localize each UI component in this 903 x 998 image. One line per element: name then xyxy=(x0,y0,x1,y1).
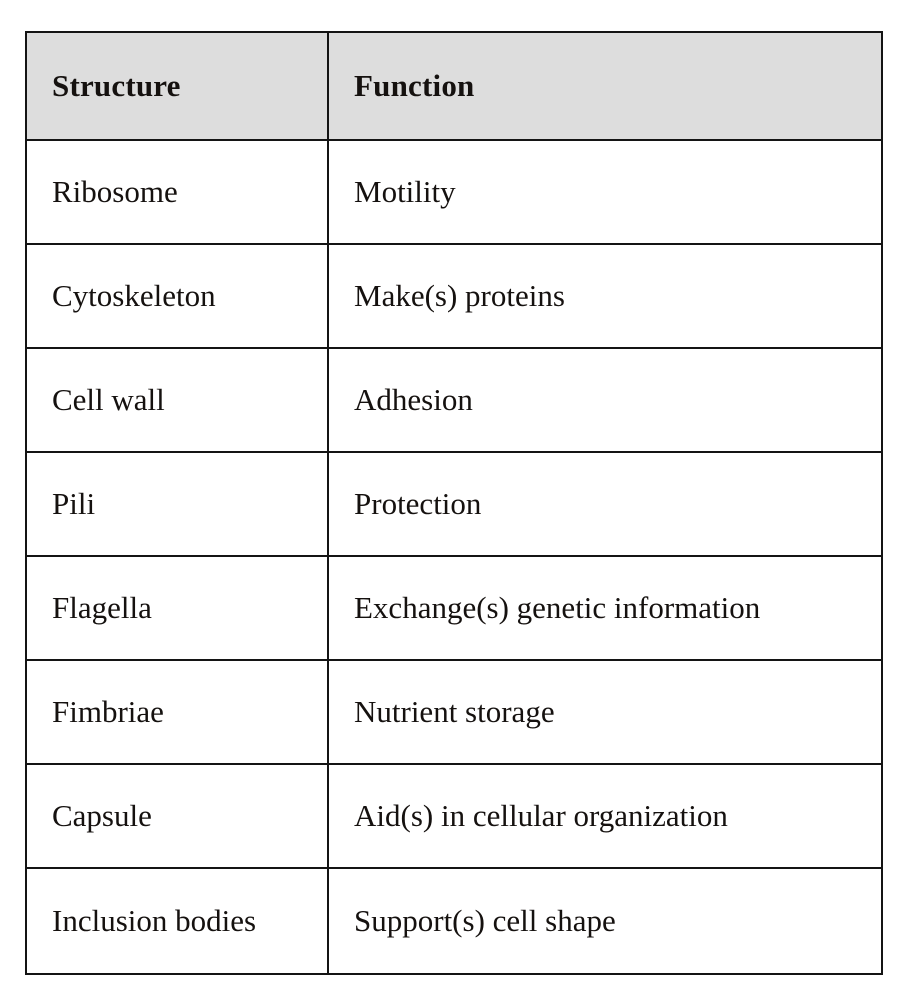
table-row: Capsule Aid(s) in cellular organization xyxy=(25,763,883,869)
table-row: Flagella Exchange(s) genetic information xyxy=(25,555,883,661)
table-row: Ribosome Motility xyxy=(25,139,883,245)
cell-structure: Capsule xyxy=(25,763,329,869)
cell-function: Support(s) cell shape xyxy=(327,867,883,975)
cell-structure: Flagella xyxy=(25,555,329,661)
cell-structure: Fimbriae xyxy=(25,659,329,765)
cell-function: Protection xyxy=(327,451,883,557)
table-header-row: Structure Function xyxy=(25,31,883,141)
cell-function: Nutrient storage xyxy=(327,659,883,765)
cell-structure: Cell wall xyxy=(25,347,329,453)
cell-structure: Pili xyxy=(25,451,329,557)
table-row: Cell wall Adhesion xyxy=(25,347,883,453)
structure-function-table: Structure Function Ribosome Motility Cyt… xyxy=(25,31,883,975)
cell-function: Aid(s) in cellular organization xyxy=(327,763,883,869)
column-header-structure: Structure xyxy=(25,31,329,141)
table-container: Structure Function Ribosome Motility Cyt… xyxy=(25,31,883,975)
table-row: Cytoskeleton Make(s) proteins xyxy=(25,243,883,349)
table-row: Fimbriae Nutrient storage xyxy=(25,659,883,765)
cell-structure: Ribosome xyxy=(25,139,329,245)
table-row: Pili Protection xyxy=(25,451,883,557)
cell-function: Adhesion xyxy=(327,347,883,453)
table-header: Structure Function xyxy=(25,31,883,141)
cell-function: Motility xyxy=(327,139,883,245)
column-header-function: Function xyxy=(327,31,883,141)
table-row: Inclusion bodies Support(s) cell shape xyxy=(25,867,883,975)
cell-structure: Inclusion bodies xyxy=(25,867,329,975)
cell-function: Exchange(s) genetic information xyxy=(327,555,883,661)
table-body: Ribosome Motility Cytoskeleton Make(s) p… xyxy=(25,139,883,975)
cell-function: Make(s) proteins xyxy=(327,243,883,349)
cell-structure: Cytoskeleton xyxy=(25,243,329,349)
